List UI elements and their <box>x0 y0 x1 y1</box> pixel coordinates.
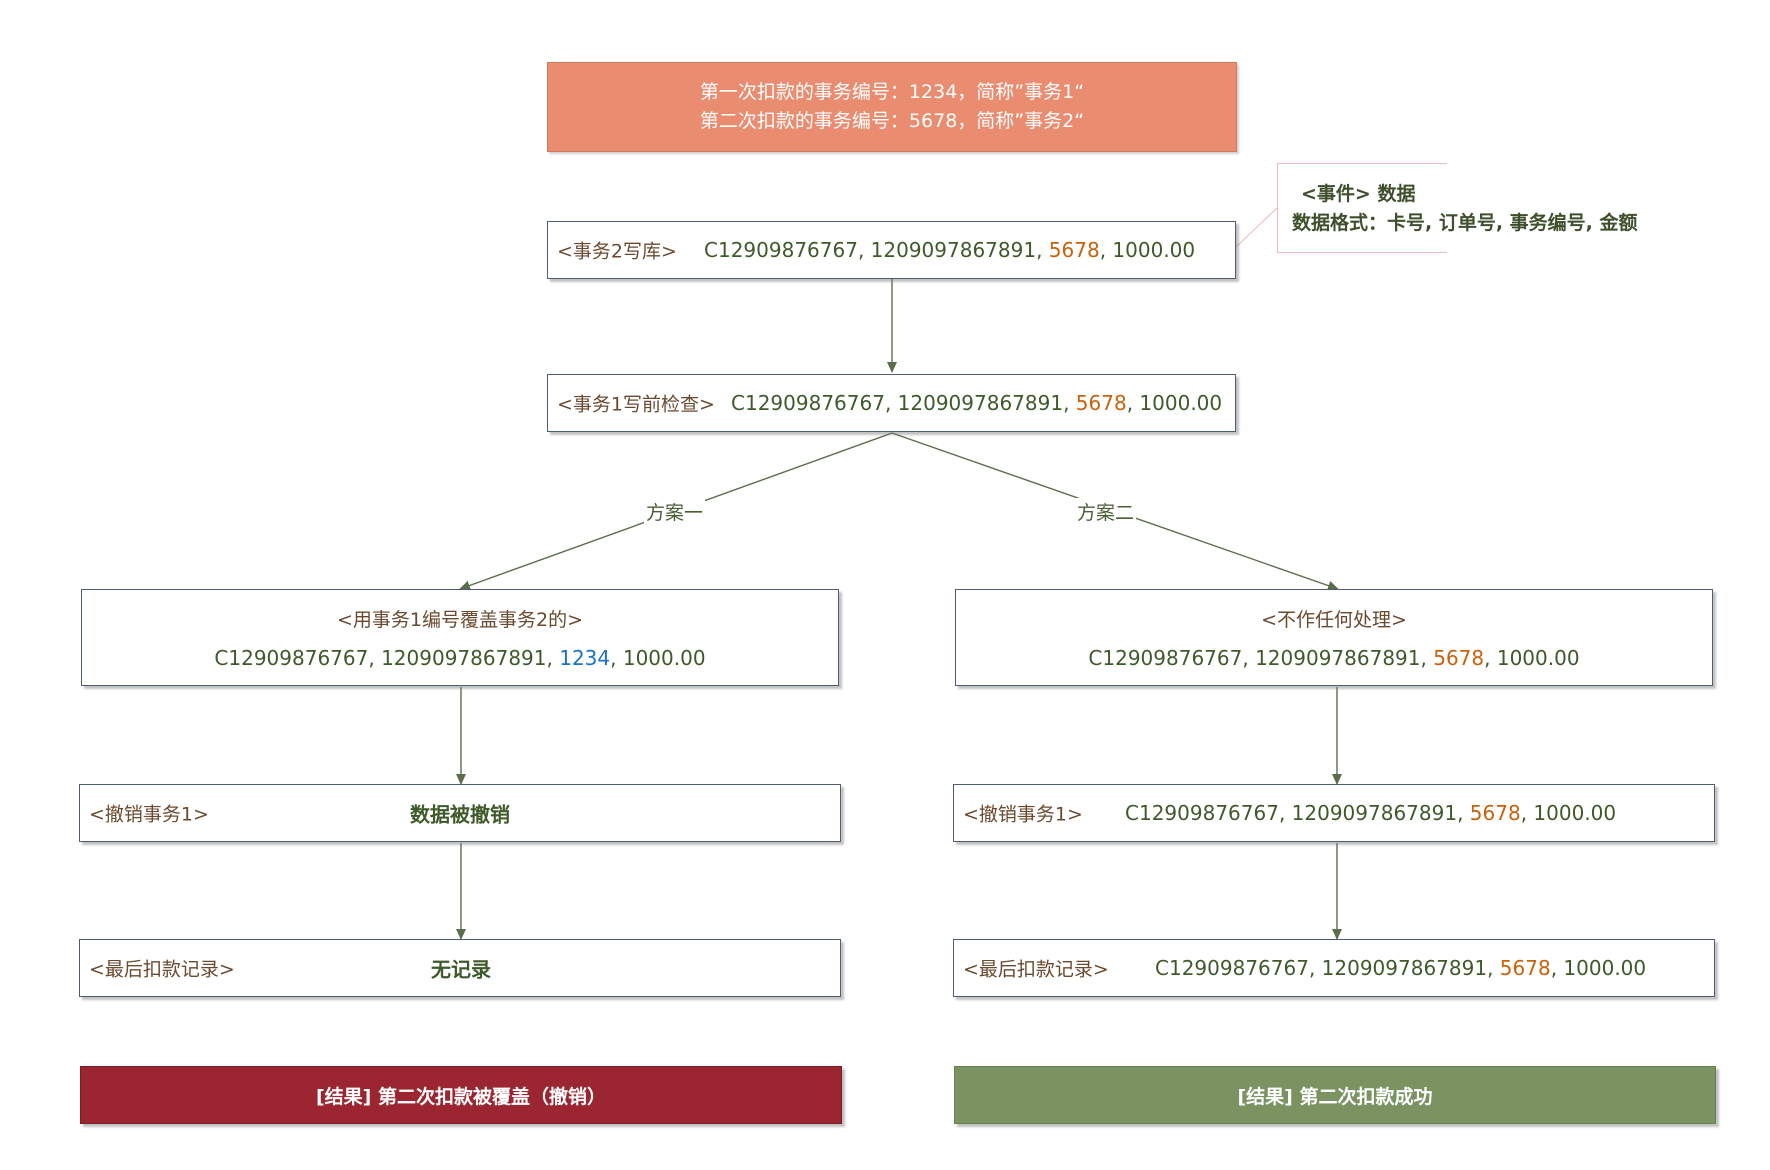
node-tx2-write: <事务2写库> C12909876767, 1209097867891, 567… <box>547 221 1236 279</box>
node-tx1-precheck: <事务1写前检查> C12909876767, 1209097867891, 5… <box>547 374 1236 432</box>
transaction-definition-line-1: 第一次扣款的事务编号：1234，简称”事务1“ <box>699 81 1085 103</box>
tx2-id: 5678 <box>1499 956 1551 980</box>
data-format-note-description: 数据格式：卡号, 订单号, 事务编号, 金额 <box>1292 212 1638 234</box>
node-plan2-no-action: <不作任何处理> C12909876767, 1209097867891, 56… <box>955 589 1713 686</box>
record-value: C12909876767, 1209097867891, 5678, 1000.… <box>1125 801 1617 825</box>
node-text: 数据被撤销 <box>410 802 510 827</box>
result-left: [结果] 第二次扣款被覆盖（撤销） <box>80 1066 842 1124</box>
node-title: <不作任何处理> <box>1261 609 1407 631</box>
node-last-record-right: <最后扣款记录> C12909876767, 1209097867891, 56… <box>953 939 1715 997</box>
transaction-definition-line-2: 第二次扣款的事务编号：5678，简称”事务2“ <box>699 110 1085 132</box>
data-format-note-bracket <box>1277 163 1447 253</box>
record-value: C12909876767, 1209097867891, 5678, 1000.… <box>731 391 1223 415</box>
node-tag: <最后扣款记录> <box>963 958 1109 981</box>
node-plan1-overwrite: <用事务1编号覆盖事务2的> C12909876767, 12090978678… <box>81 589 839 686</box>
note-pointer-line <box>1235 207 1278 248</box>
tx2-id: 5678 <box>1469 801 1521 825</box>
node-tag: <最后扣款记录> <box>89 958 235 981</box>
node-tag: <撤销事务1> <box>89 803 209 826</box>
transaction-definition-box: 第一次扣款的事务编号：1234，简称”事务1“ 第二次扣款的事务编号：5678，… <box>547 62 1237 152</box>
node-rollback-tx1-right: <撤销事务1> C12909876767, 1209097867891, 567… <box>953 784 1715 842</box>
node-rollback-tx1-left: <撤销事务1> 数据被撤销 <box>79 784 841 842</box>
data-format-note: <事件> 数据 数据格式：卡号, 订单号, 事务编号, 金额 <box>1292 180 1638 238</box>
tx2-id: 5678 <box>1075 391 1127 415</box>
data-format-note-title: <事件> 数据 <box>1301 183 1416 205</box>
record-value: C12909876767, 1209097867891, 5678, 1000.… <box>1088 646 1580 670</box>
record-value: C12909876767, 1209097867891, 5678, 1000.… <box>704 238 1196 262</box>
node-tag: <撤销事务1> <box>963 803 1083 826</box>
node-tag: <事务1写前检查> <box>557 393 715 416</box>
node-text: 无记录 <box>431 957 491 982</box>
record-value: C12909876767, 1209097867891, 5678, 1000.… <box>1155 956 1647 980</box>
tx1-id: 1234 <box>559 646 611 670</box>
edge-label-plan2: 方案二 <box>1075 498 1137 525</box>
node-title: <用事务1编号覆盖事务2的> <box>336 609 584 631</box>
tx2-id: 5678 <box>1433 646 1485 670</box>
node-last-record-left: <最后扣款记录> 无记录 <box>79 939 841 997</box>
tx2-id: 5678 <box>1048 238 1100 262</box>
node-tag: <事务2写库> <box>557 240 677 263</box>
record-value: C12909876767, 1209097867891, 1234, 1000.… <box>214 646 706 670</box>
edge-label-plan1: 方案一 <box>644 498 706 525</box>
result-right: [结果] 第二次扣款成功 <box>954 1066 1716 1124</box>
